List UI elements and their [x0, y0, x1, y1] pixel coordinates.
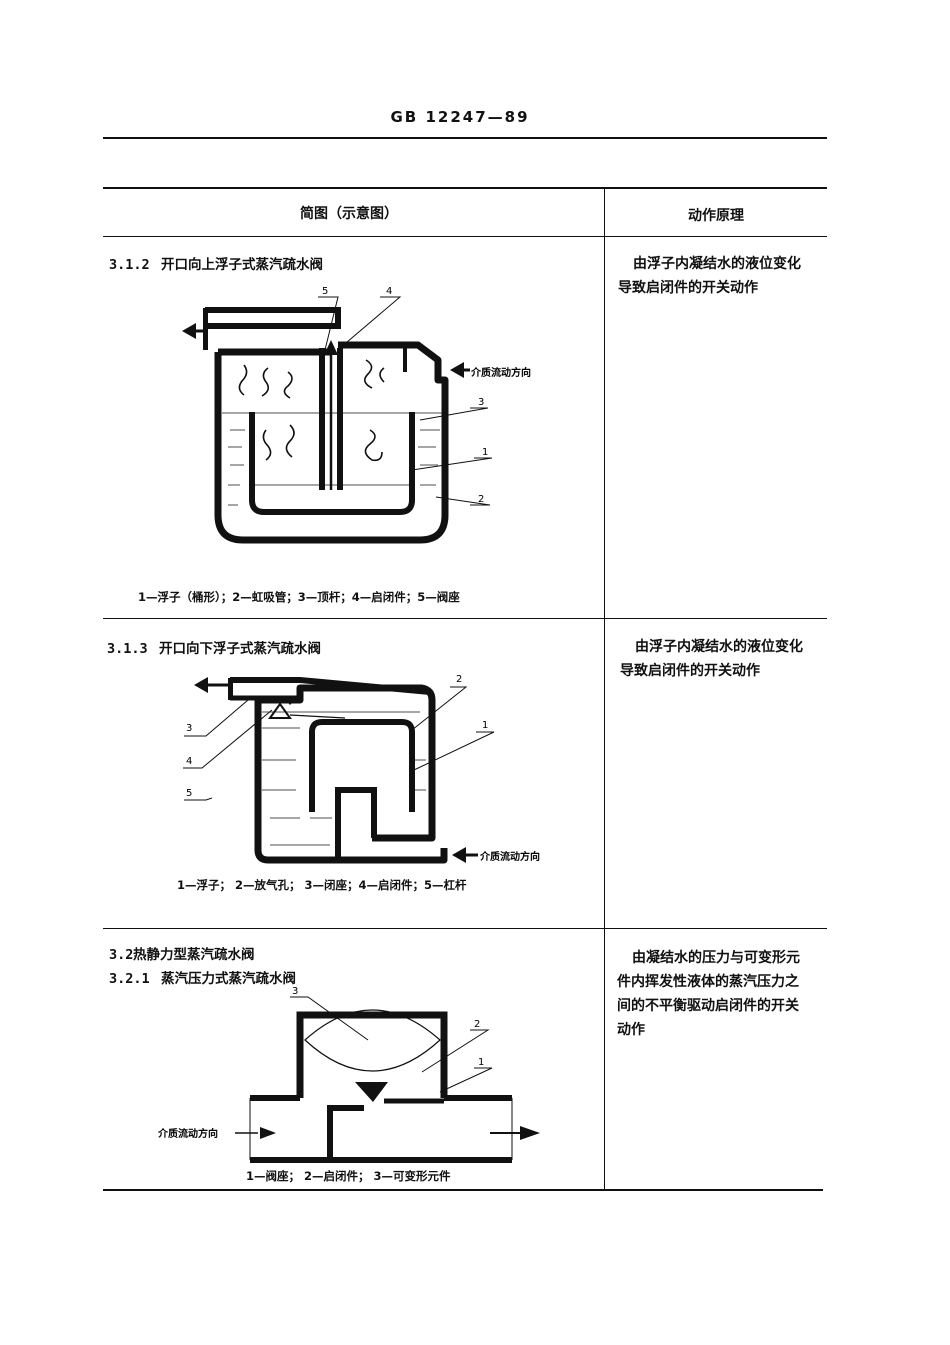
callout-label: 2 [474, 1019, 480, 1030]
flow-direction-label: 介质流动方向 [157, 1127, 218, 1140]
row-divider [103, 618, 827, 619]
table-top-border [103, 187, 827, 189]
subsection-heading: 3.2.1 蒸汽压力式蒸汽疏水阀 [109, 967, 296, 987]
section-number: 3.2.1 [109, 971, 150, 987]
section-title: 热静力型蒸汽疏水阀 [133, 947, 255, 963]
diagram-caption: 1—浮子； 2—放气孔； 3—闭座；4—启闭件；5—杠杆 [177, 878, 467, 892]
principle-line: 导致启闭件的开关动作 [620, 663, 760, 679]
section-heading: 3.1.2 开口向上浮子式蒸汽疏水阀 [109, 253, 323, 273]
callout-label: 3 [292, 986, 298, 997]
flow-direction-label: 介质流动方向 [470, 366, 531, 379]
column-divider [604, 187, 605, 1190]
principle-line: 件内挥发性液体的蒸汽压力之 [617, 974, 799, 990]
callout-label: 2 [456, 674, 462, 685]
outlet-pipe [205, 307, 341, 329]
section-title: 开口向下浮子式蒸汽疏水阀 [159, 641, 321, 657]
document-code: GB 12247—89 [390, 108, 530, 126]
principle-text: 由浮子内凝结水的液位变化 导致启闭件的开关动作 [620, 635, 803, 683]
vent-hole [268, 702, 292, 719]
section-number: 3.1.3 [107, 641, 148, 657]
principle-line: 间的不平衡驱动启闭件的开关 [617, 998, 799, 1014]
inlet-arrow [452, 847, 466, 863]
callout-label: 5 [322, 286, 328, 297]
callout-label: 4 [386, 286, 392, 297]
callout-label: 1 [482, 720, 488, 731]
inlet-arrow [260, 1127, 276, 1139]
callout-label: 5 [186, 788, 192, 799]
diagram-caption: 1—浮子（桶形）；2—虹吸管；3—顶杆；4—启闭件；5—阀座 [138, 590, 460, 604]
table-bottom-border [103, 1189, 823, 1191]
inlet-riser [335, 787, 377, 860]
valve-disc [355, 1082, 388, 1102]
callout-label: 1 [482, 447, 488, 458]
siphon-tube-right [337, 348, 343, 490]
callout-label: 4 [186, 756, 192, 767]
deformable-element [304, 1009, 441, 1072]
section-heading: 3.2热静力型蒸汽疏水阀 [109, 943, 255, 963]
steam-swirls [238, 359, 385, 462]
inlet-arrow [450, 362, 464, 378]
principle-text: 由浮子内凝结水的液位变化 导致启闭件的开关动作 [618, 252, 801, 300]
float-trap-downward-diagram: 2 3 1 4 5 介质流动方向 [183, 674, 540, 864]
callout-label: 2 [478, 494, 484, 505]
outlet-arrow [520, 1126, 540, 1140]
column-header-principle: 动作原理 [688, 208, 744, 224]
table-header-border [103, 236, 827, 237]
inverted-float [309, 719, 415, 812]
callout-label: 3 [478, 397, 484, 408]
diagram-caption: 1—阀座； 2—启闭件； 3—可变形元件 [246, 1169, 451, 1183]
thermostatic-trap-diagram: 3 2 1 介质流动方向 [157, 986, 540, 1163]
section-heading: 3.1.3 开口向下浮子式蒸汽疏水阀 [107, 637, 321, 657]
section-number: 3.2 [109, 947, 134, 963]
row-divider [103, 928, 827, 929]
section-title: 开口向上浮子式蒸汽疏水阀 [161, 257, 323, 273]
float-trap-upward-diagram: 5 4 3 1 2 介质流动方向 [182, 286, 531, 544]
horizontal-pipe [250, 1095, 512, 1163]
valve-body [214, 341, 449, 544]
siphon-tube-left [319, 348, 325, 490]
bucket-float [249, 412, 415, 515]
valve-bonnet [296, 1011, 448, 1098]
outlet-arrow [194, 677, 208, 693]
principle-line: 由浮子内凝结水的液位变化 [633, 256, 801, 272]
principle-line: 由浮子内凝结水的液位变化 [635, 639, 803, 655]
header-rule [103, 137, 827, 139]
outlet-arrow [182, 323, 196, 339]
section-number: 3.1.2 [109, 257, 150, 273]
section-title: 蒸汽压力式蒸汽疏水阀 [161, 971, 296, 987]
principle-line: 导致启闭件的开关动作 [618, 280, 758, 296]
flow-direction-label: 介质流动方向 [479, 850, 540, 863]
callout-label: 1 [478, 1057, 484, 1068]
principle-line: 动作 [617, 1022, 645, 1038]
column-header-diagram: 简图（示意图） [300, 206, 398, 222]
principle-line: 由凝结水的压力与可变形元 [632, 950, 800, 966]
seat-partition [327, 1105, 364, 1160]
callout-label: 3 [186, 723, 192, 734]
principle-text: 由凝结水的压力与可变形元 件内挥发性液体的蒸汽压力之 间的不平衡驱动启闭件的开关… [617, 946, 800, 1042]
